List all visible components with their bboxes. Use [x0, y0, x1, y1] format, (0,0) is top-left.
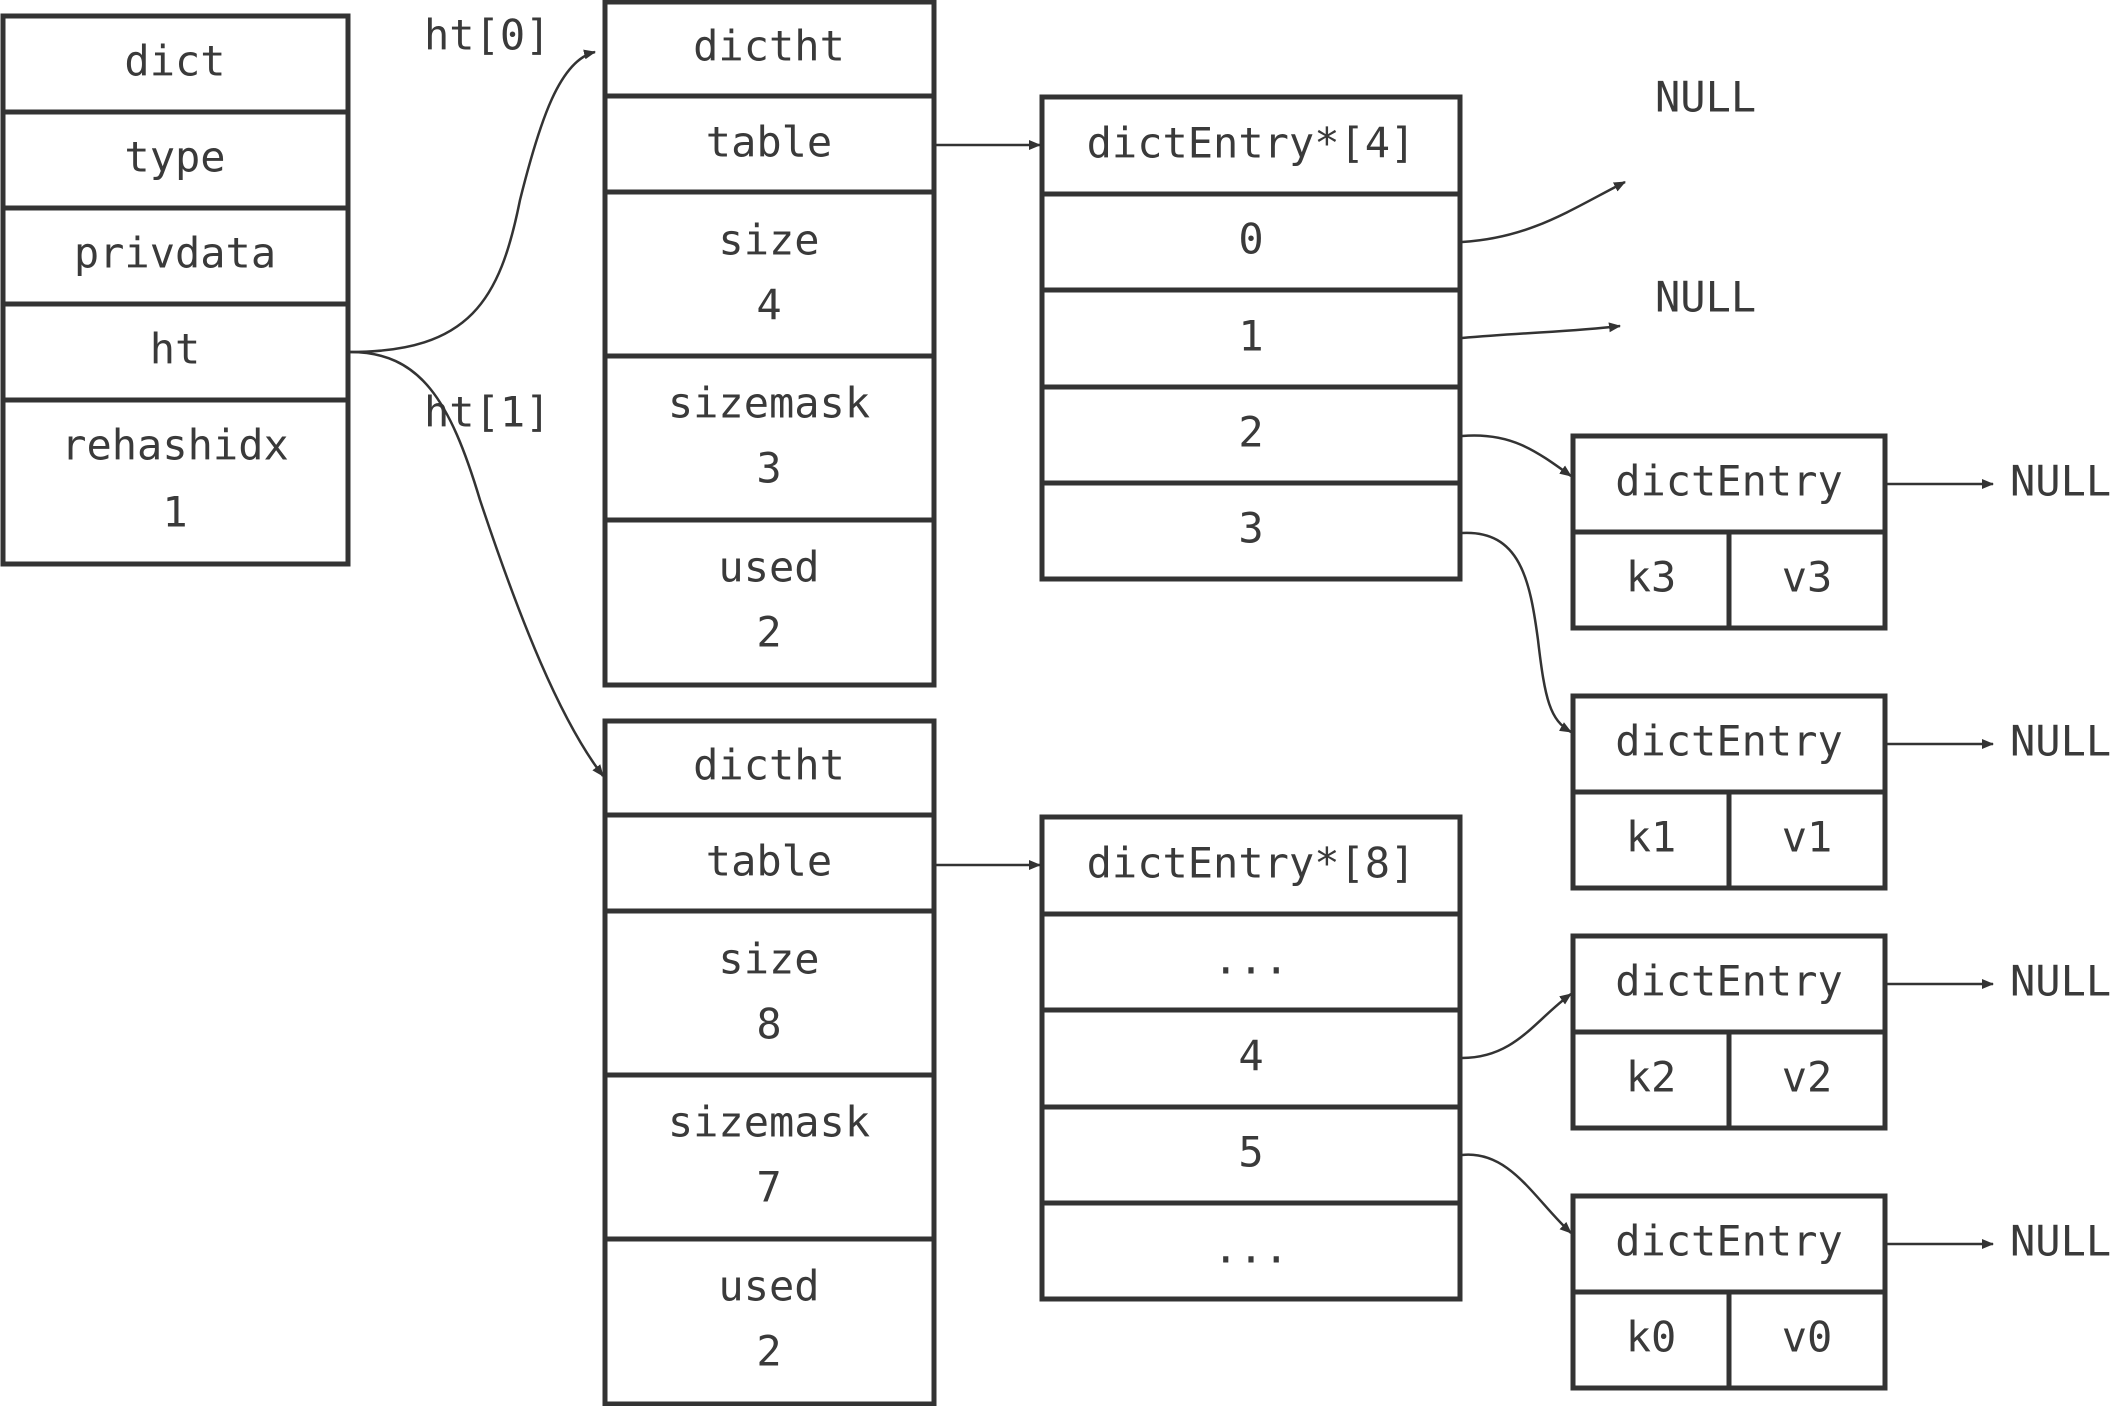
dict-entry-k0: dictEntry k0 v0 NULL — [1570, 1193, 2111, 1391]
ht1-table-header: dictEntry*[8] — [1087, 839, 1416, 888]
arrow-bucket-0-to-null — [1461, 180, 1626, 244]
dict-title: dict — [124, 37, 225, 86]
ht0-used-label: used — [718, 543, 819, 592]
dict-entry-k3: dictEntry k3 v3 NULL — [1570, 433, 2111, 631]
dict-entry-k3-title: dictEntry — [1615, 457, 1843, 506]
ht1-size-value: 8 — [756, 1000, 781, 1049]
dict-field-type: type — [124, 133, 225, 182]
arrow-ht-to-ht0 — [349, 49, 596, 354]
ht0-table-row-1: 1 — [1238, 312, 1263, 361]
dict-entry-k3-key: k3 — [1626, 553, 1677, 602]
ht0-sizemask-value: 3 — [756, 444, 781, 493]
ht0-table-row-3: 3 — [1238, 504, 1263, 553]
dict-entry-k2-key: k2 — [1626, 1053, 1677, 1102]
dict-entry-k2-value: v2 — [1782, 1053, 1833, 1102]
dict-struct: dict type privdata ht rehashidx 1 — [0, 13, 351, 567]
ht1-pointer-label: ht[1] — [424, 388, 550, 437]
dict-entry-k0-title: dictEntry — [1615, 1217, 1843, 1266]
ht1-used-label: used — [718, 1262, 819, 1311]
bucket-0-null-label: NULL — [1655, 73, 1756, 122]
dict-entry-k0-value: v0 — [1782, 1313, 1833, 1362]
dict-field-ht: ht — [150, 325, 201, 374]
arrows — [349, 49, 1994, 1249]
dict-entry-k2: dictEntry k2 v2 NULL — [1570, 933, 2111, 1131]
dict-entry-k1-title: dictEntry — [1615, 717, 1843, 766]
ht0-used-value: 2 — [756, 608, 781, 657]
ht1-used-value: 2 — [756, 1327, 781, 1376]
ht0-sizemask-label: sizemask — [668, 379, 870, 428]
dict-entry-k2-title: dictEntry — [1615, 957, 1843, 1006]
ht1-size-label: size — [718, 935, 819, 984]
ht0-table-header: dictEntry*[4] — [1087, 119, 1416, 168]
arrow-bucket-3-to-k1 — [1461, 531, 1572, 734]
dict-entry-k3-value: v3 — [1782, 553, 1833, 602]
arrow-ht-to-ht1 — [349, 350, 604, 777]
ht1-table-row-ellipsis-top: ... — [1213, 935, 1289, 984]
ht1-table-row-5: 5 — [1238, 1128, 1263, 1177]
dict-entry-k3-next: NULL — [2010, 457, 2111, 506]
dict-field-privdata: privdata — [74, 229, 276, 278]
ht0-table-array: dictEntry*[4] 0 1 2 3 — [1039, 94, 1463, 582]
ht1-table-row-ellipsis-bottom: ... — [1213, 1224, 1289, 1273]
arrow-bucket-2-to-k3 — [1461, 434, 1572, 478]
ht1-sizemask-value: 7 — [756, 1163, 781, 1212]
dict-rehashidx-label: rehashidx — [61, 421, 289, 470]
dict-entry-k1-next: NULL — [2010, 717, 2111, 766]
ht0-dictht: dictht table size 4 sizemask 3 used 2 — [602, 0, 937, 688]
dict-rehashidx-value: 1 — [162, 488, 187, 537]
ht0-size-label: size — [718, 216, 819, 265]
arrow-ht1-bucket-5-to-k0 — [1461, 1153, 1572, 1234]
dict-entry-k0-next: NULL — [2010, 1217, 2111, 1266]
ht0-pointer-label: ht[0] — [424, 11, 550, 60]
bucket-1-null-label: NULL — [1655, 273, 1756, 322]
dict-entry-k0-key: k0 — [1626, 1313, 1677, 1362]
ht1-table-label: table — [706, 837, 832, 886]
arrow-ht1-bucket-4-to-k2 — [1461, 992, 1572, 1060]
ht1-table-row-4: 4 — [1238, 1032, 1263, 1081]
ht1-sizemask-label: sizemask — [668, 1098, 870, 1147]
dict-entry-k1: dictEntry k1 v1 NULL — [1570, 693, 2111, 891]
dict-entry-k1-value: v1 — [1782, 813, 1833, 862]
arrow-bucket-1-to-null — [1461, 322, 1621, 340]
ht0-size-value: 4 — [756, 281, 781, 330]
ht0-table-row-2: 2 — [1238, 408, 1263, 457]
dict-entry-k1-key: k1 — [1626, 813, 1677, 862]
ht0-table-row-0: 0 — [1238, 215, 1263, 264]
ht1-table-array: dictEntry*[8] ... 4 5 ... — [1039, 814, 1463, 1302]
ht1-dictht: dictht table size 8 sizemask 7 used 2 — [602, 718, 937, 1406]
ht1-title: dictht — [693, 741, 845, 790]
ht0-title: dictht — [693, 22, 845, 71]
dict-entry-k2-next: NULL — [2010, 957, 2111, 1006]
ht0-table-label: table — [706, 118, 832, 167]
